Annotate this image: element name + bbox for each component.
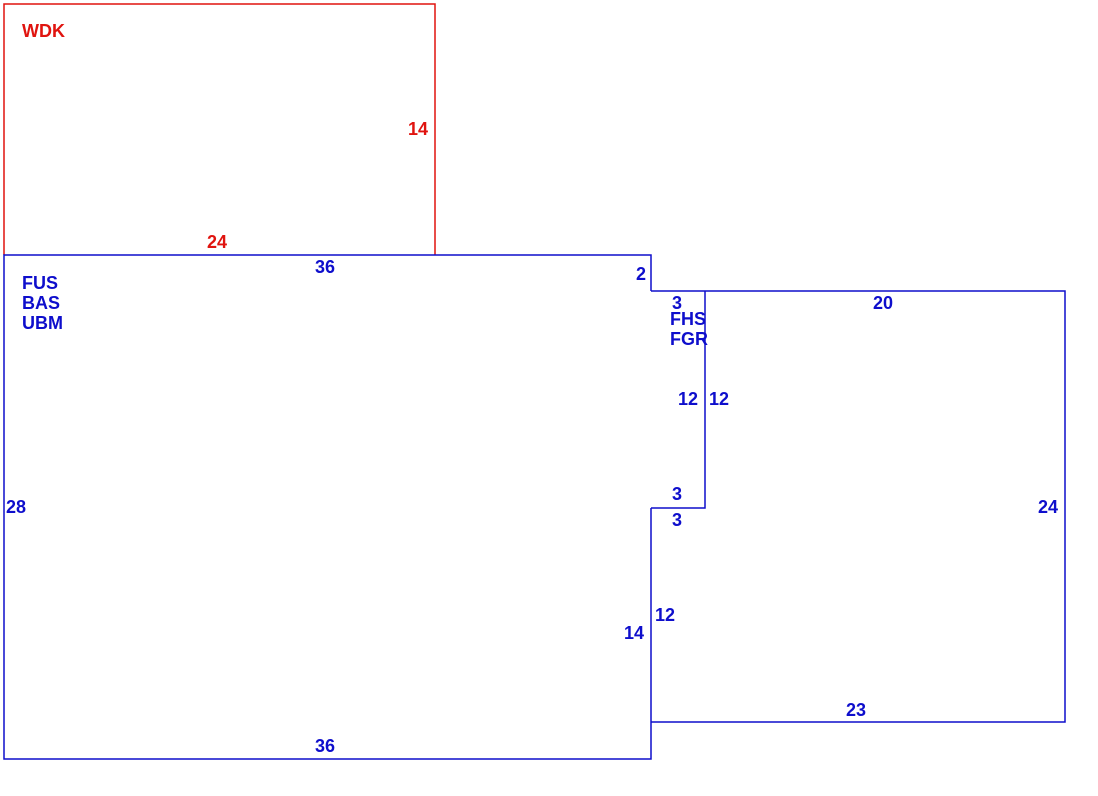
garage-left-lower-dimension: 12 — [655, 605, 675, 625]
main-code-ubm: UBM — [22, 313, 63, 333]
garage-code-fgr: FGR — [670, 329, 708, 349]
garage-inner-right-dimension: 12 — [709, 389, 729, 409]
deck-outline — [3, 3, 436, 255]
garage-top-offset-dimension: 3 — [672, 293, 682, 313]
deck-bottom-dimension: 24 — [207, 232, 227, 252]
garage-right-dimension: 24 — [1038, 497, 1058, 517]
garage-inner-wall — [651, 291, 706, 509]
garage-code-fhs: FHS — [670, 309, 706, 329]
garage-step-upper-dimension: 3 — [672, 484, 682, 504]
deck-right-dimension: 14 — [408, 119, 428, 139]
garage-top-dimension: 20 — [873, 293, 893, 313]
garage-inner-left-dimension: 12 — [678, 389, 698, 409]
main-code-bas: BAS — [22, 293, 60, 313]
deck-code-label: WDK — [22, 21, 65, 41]
main-house-outline — [3, 254, 652, 760]
main-top-dimension: 36 — [315, 257, 335, 277]
main-notch-dimension: 2 — [636, 264, 646, 284]
main-left-dimension: 28 — [6, 497, 26, 517]
garage-step-lower-dimension: 3 — [672, 510, 682, 530]
garage-outline — [651, 290, 1066, 723]
main-bottom-dimension: 36 — [315, 736, 335, 756]
main-code-fus: FUS — [22, 273, 58, 293]
main-right-lower-dimension: 14 — [624, 623, 644, 643]
garage-bottom-dimension: 23 — [846, 700, 866, 720]
